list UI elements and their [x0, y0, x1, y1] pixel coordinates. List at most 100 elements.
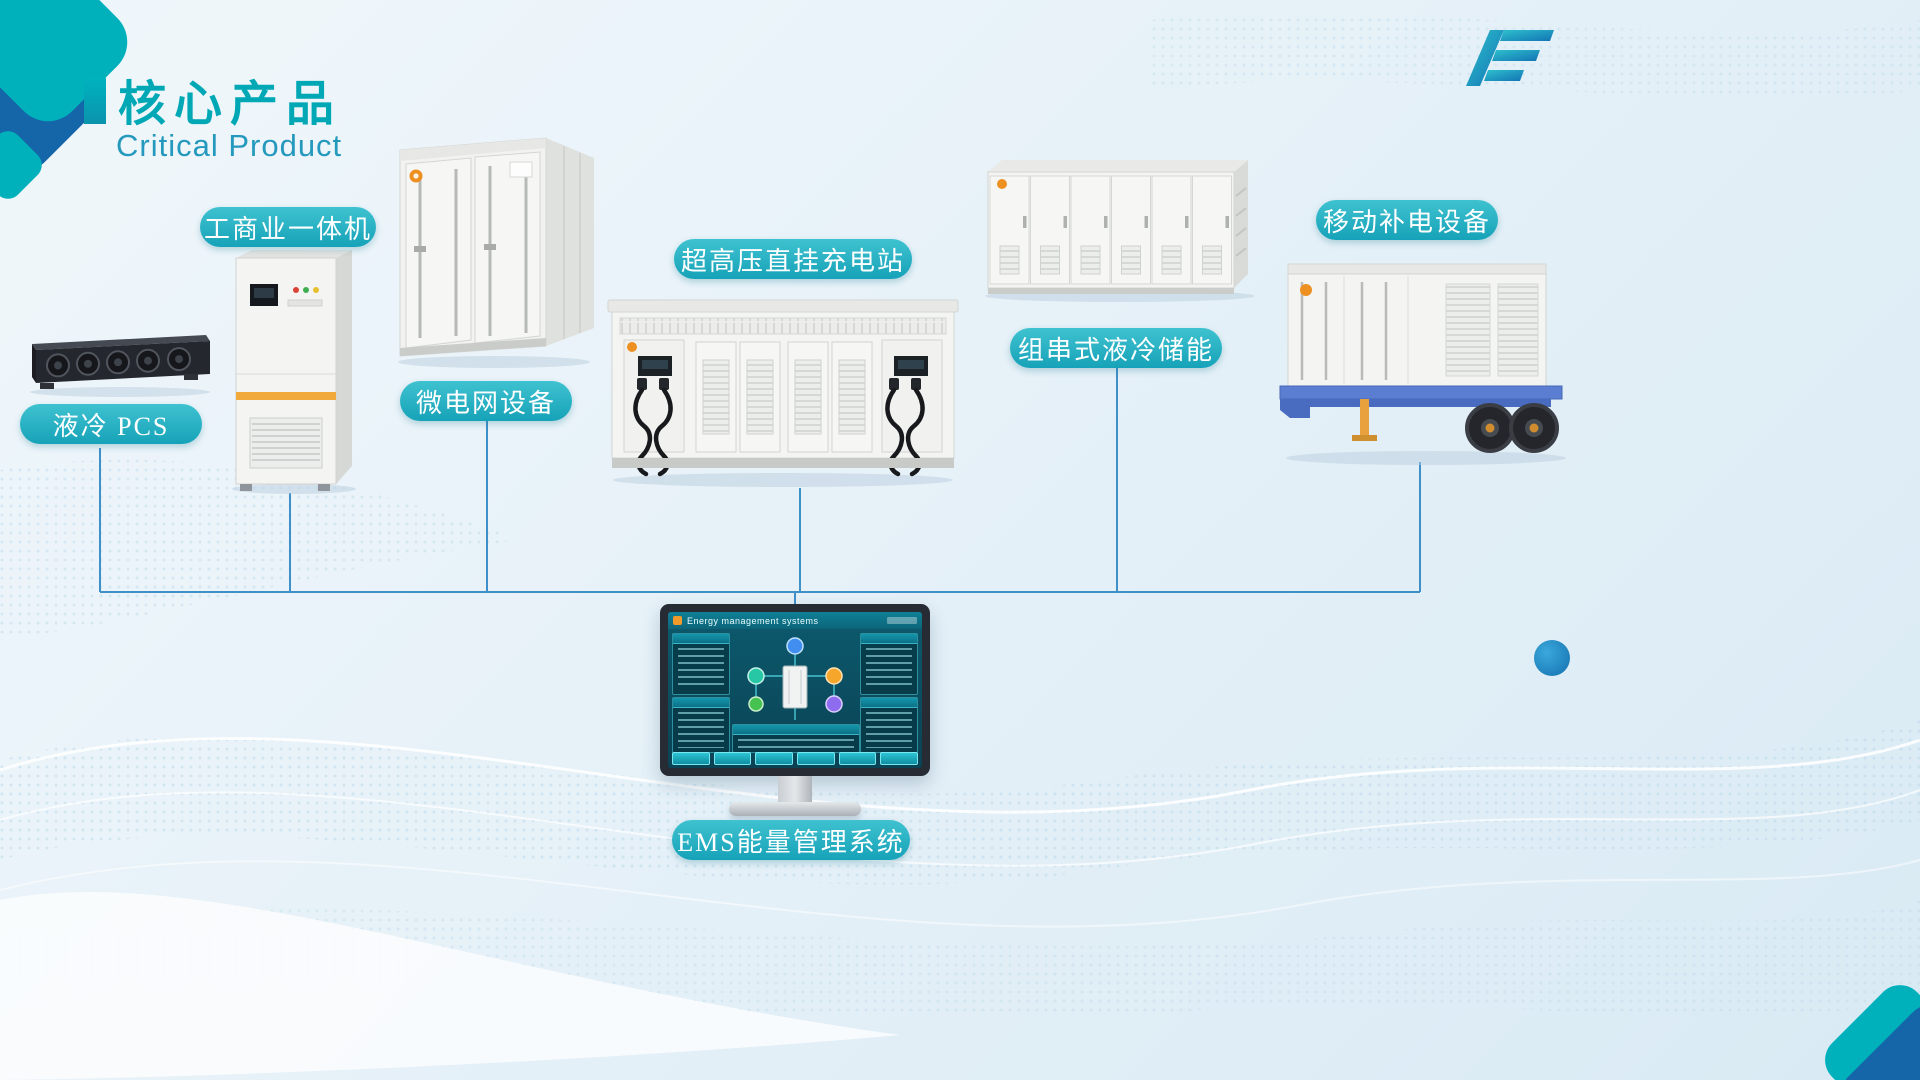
ems-panel-right-bottom: [860, 697, 918, 753]
label-text: 微电网设备: [415, 388, 556, 418]
wave-line-1: [0, 736, 1920, 814]
label-text: 超高压直挂充电站: [680, 246, 905, 276]
charging-shadow: [613, 473, 953, 487]
landing-foot: [1352, 435, 1377, 441]
pcs-top-face: [32, 335, 210, 350]
brand-badge-icon: [627, 342, 637, 352]
landing-leg: [1360, 399, 1369, 435]
monitor-frame: Energy management systems: [660, 604, 930, 776]
wave-line-3: [0, 859, 1920, 928]
label-text: EMS能量管理系统: [677, 827, 905, 857]
wheel-hub-center: [1485, 423, 1495, 433]
all-in-one-cabinet-illustration: [232, 250, 356, 494]
mobile-shadow: [1286, 451, 1566, 465]
door-handle: [414, 246, 426, 252]
mobile-louver-panel: [1497, 283, 1539, 377]
mobile-top-rim: [1287, 263, 1547, 275]
cabinet-vent-grille: [249, 417, 323, 469]
ems-clock-placeholder: [887, 617, 917, 624]
indicator-red: [293, 287, 299, 293]
cabinet-side: [336, 250, 352, 484]
monitor-stand-base: [729, 802, 861, 816]
trailer-skirt: [1306, 399, 1551, 407]
label-liquid-pcs: 液冷 PCS: [20, 404, 202, 444]
microgrid-name-plate: [509, 161, 533, 178]
ems-panel-center-bottom: [732, 724, 860, 753]
charging-louver-band: [619, 317, 947, 335]
ems-panel-left-bottom: [672, 697, 730, 753]
ems-logo-mark: [673, 616, 682, 625]
ems-toolbar-button: [755, 752, 794, 765]
microgrid-container-illustration: [398, 137, 594, 368]
door-handle: [484, 244, 496, 250]
ems-node-genset-icon: [748, 696, 764, 712]
ems-flow-diagram: [747, 637, 843, 720]
dot-band-bottom-1: [0, 720, 1920, 885]
pcs-shadow: [30, 387, 210, 397]
label-text: 液冷 PCS: [52, 411, 170, 441]
title-bullet: [84, 78, 106, 124]
charging-roof-rim: [607, 299, 959, 313]
ems-panel-left-top: [672, 633, 730, 695]
trailer-bed: [1279, 385, 1563, 400]
string-storage-illustration: [985, 160, 1255, 302]
microgrid-top-rim: [400, 138, 546, 161]
brand-badge-icon: [1300, 284, 1312, 296]
microgrid-side: [546, 138, 594, 346]
pcs-fan-icons: [46, 347, 191, 378]
label-string-storage: 组串式液冷储能: [1010, 328, 1222, 368]
ems-toolbar-button: [672, 752, 710, 765]
trailer: [1279, 385, 1563, 453]
storage-doors: [989, 175, 1232, 285]
label-text: 组串式液冷储能: [1017, 335, 1214, 365]
pcs-end-face: [32, 344, 36, 383]
ems-toolbar-button: [880, 752, 919, 765]
microgrid-door-left: [405, 157, 472, 349]
corner-teal-small-shape: [0, 131, 42, 199]
pcs-foot: [40, 383, 54, 389]
cabinet-orange-band: [236, 392, 336, 400]
label-text: 工商业一体机: [203, 214, 372, 244]
ems-node-load-icon: [825, 667, 843, 685]
page-subtitle: Critical Product: [116, 128, 343, 163]
ems-monitor: Energy management systems: [660, 604, 930, 816]
microgrid-shadow: [398, 356, 590, 368]
label-hv-charging: 超高压直挂充电站: [674, 239, 912, 279]
ems-flow-lines: [755, 654, 835, 720]
monitor-stand-neck: [778, 776, 812, 802]
ems-panel-right-top: [860, 633, 918, 695]
storage-side: [1234, 160, 1248, 288]
pcs-foot: [184, 374, 198, 380]
trailer-gooseneck: [1280, 399, 1310, 418]
mobile-louver-panel: [1445, 283, 1491, 377]
storage-top-rim: [988, 160, 1248, 172]
cabinet-foot: [318, 484, 330, 491]
cabinet-button-strip: [287, 299, 323, 307]
ems-node-pv-icon: [747, 667, 765, 685]
ems-node-battery-icon: [825, 695, 843, 713]
microgrid-skid: [400, 338, 546, 356]
ems-toolbar: [672, 752, 919, 765]
ems-toolbar-button: [797, 752, 835, 765]
page-title: 核心产品: [118, 78, 343, 131]
charging-station-illustration: [607, 299, 959, 487]
storage-skid: [988, 288, 1234, 294]
ems-screen-header: Energy management systems: [668, 612, 922, 629]
cabinet-foot: [240, 484, 252, 491]
label-text: 移动补电设备: [1322, 207, 1491, 237]
indicator-yellow: [313, 287, 319, 293]
ems-node-grid-icon: [786, 637, 804, 655]
ems-toolbar-button: [713, 752, 752, 765]
cabinet-display-glow: [254, 288, 274, 298]
accent-dot-right: [1534, 640, 1570, 676]
liquid-pcs-illustration: [30, 335, 210, 397]
label-ems: EMS能量管理系统: [672, 820, 910, 860]
wave-line-2: [0, 789, 1920, 867]
brand-logo-icon: [1466, 30, 1554, 86]
door-hinge-rods: [418, 163, 528, 338]
ems-cabinet-graphic: [782, 665, 808, 709]
wheel-hub-center: [1529, 423, 1539, 433]
mobile-power-illustration: [1279, 263, 1566, 465]
white-wave-fill: [0, 891, 900, 1080]
